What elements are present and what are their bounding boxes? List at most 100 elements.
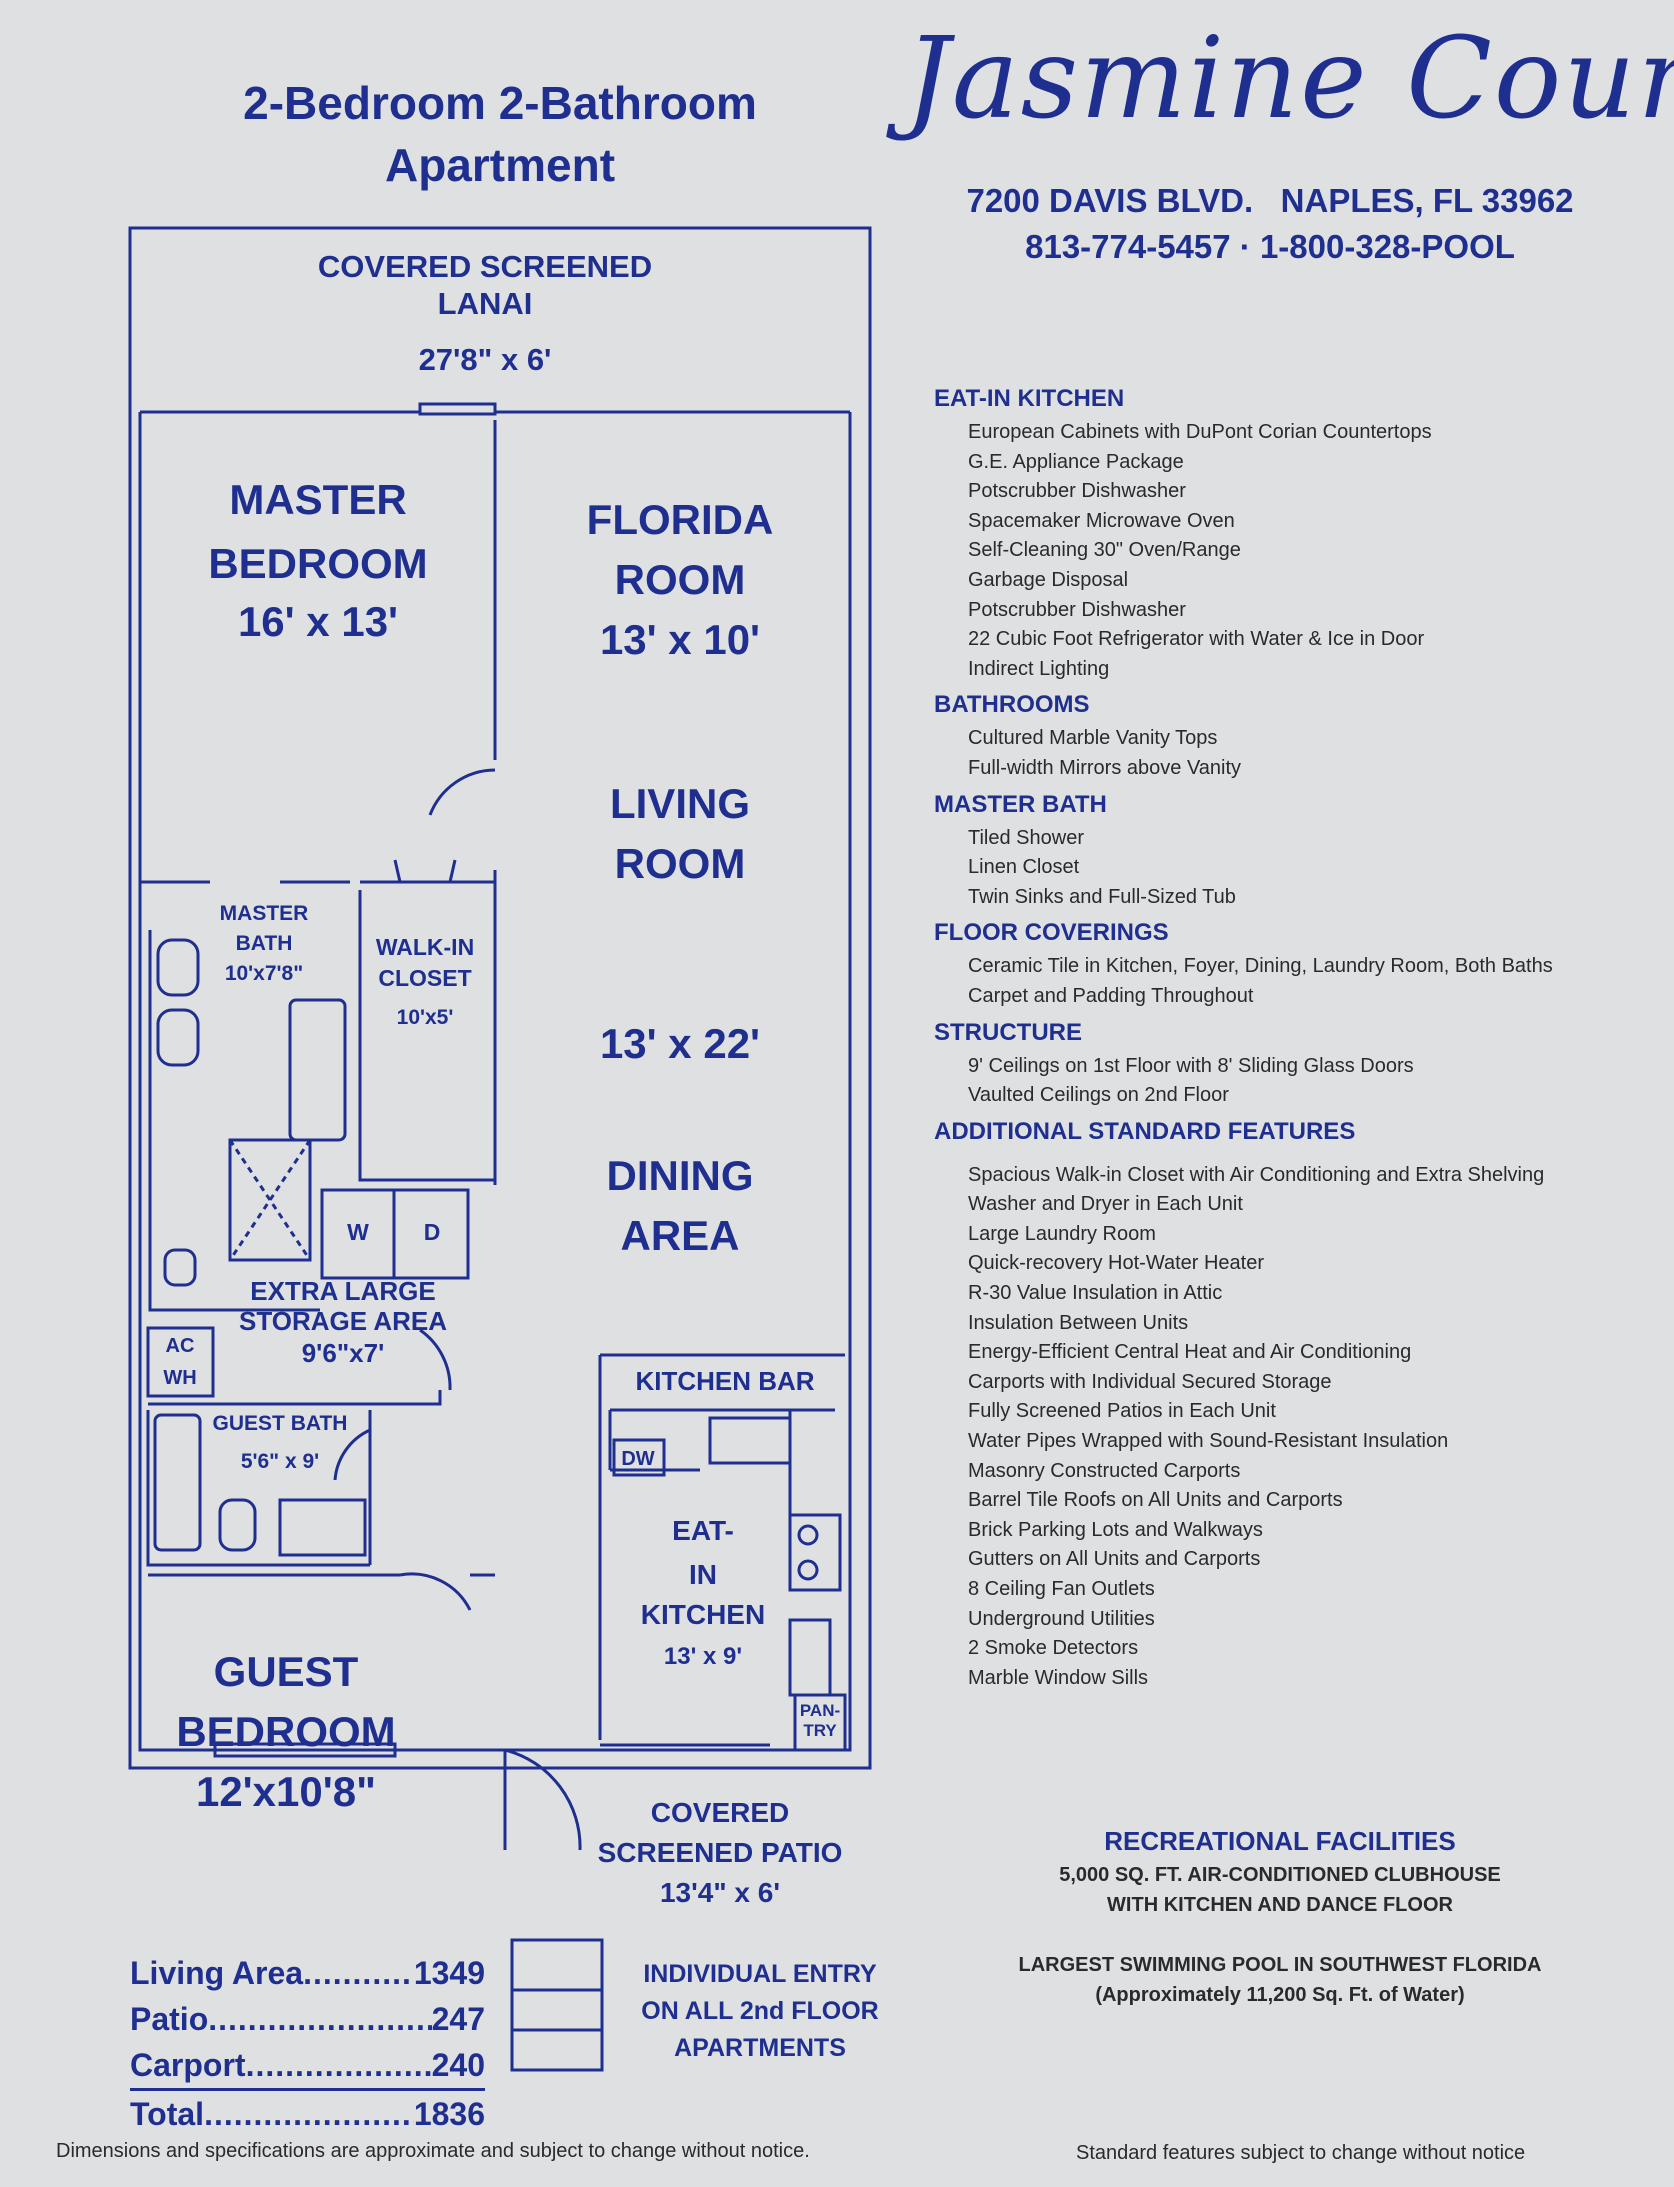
area-value: 1349: [413, 1955, 485, 1991]
feature-item: Masonry Constructed Carports: [968, 1459, 1241, 1482]
area-label: Living Area: [130, 1955, 304, 1991]
ac-wh-box: [146, 1326, 215, 1398]
dining-line1: DINING: [607, 1152, 754, 1199]
recreation-line: (Approximately 11,200 Sq. Ft. of Water): [1095, 1984, 1465, 2006]
shower: [228, 1138, 312, 1262]
entry-line: APARTMENTS: [674, 2034, 846, 2062]
feature-item: Large Laundry Room: [968, 1222, 1156, 1245]
title-line-2: Apartment: [384, 139, 616, 191]
feature-heading-kitchen: EAT-IN KITCHEN: [934, 385, 1125, 412]
lanai-line1: COVERED SCREENED: [318, 249, 652, 284]
feature-item: European Cabinets with DuPont Corian Cou…: [968, 421, 1432, 443]
shower-lines: [228, 1139, 312, 1261]
feature-item: Cultured Marble Vanity Tops: [968, 727, 1218, 750]
feature-heading-structure: STRUCTURE: [934, 1018, 1082, 1046]
feature-item: Quick-recovery Hot-Water Heater: [968, 1252, 1264, 1275]
stairs: [510, 1938, 604, 2072]
kitchen-counter: [608, 1408, 835, 1560]
guest-vanity: [278, 1498, 367, 1557]
feature-item: Fully Screened Patios in Each Unit: [968, 1400, 1276, 1423]
guest-bath-line1: GUEST BATH: [213, 1412, 348, 1435]
area-label: Carport: [130, 2047, 246, 2083]
area-summary: Living Area 1349 Patio 247 Carport 240 T…: [130, 1950, 485, 2137]
guest-bedroom-line1: GUEST: [214, 1648, 359, 1695]
area-row-total: Total 1836: [130, 2088, 485, 2137]
dw-label: DW: [621, 1448, 654, 1470]
feature-item: Carports with Individual Secured Storage: [968, 1370, 1332, 1393]
inner-wall-left: [138, 412, 852, 1752]
feature-item: Potscrubber Dishwasher: [968, 480, 1186, 503]
contact-block: 7200 DAVIS BLVD. NAPLES, FL 33962 813-77…: [930, 178, 1610, 270]
feature-item: Spacious Walk-in Closet with Air Conditi…: [968, 1163, 1545, 1186]
feature-item: 2 Smoke Detectors: [968, 1637, 1139, 1660]
closet-dims: 10'x5': [397, 1006, 454, 1029]
feature-item: Garbage Disposal: [968, 568, 1129, 591]
feature-item: Marble Window Sills: [968, 1666, 1149, 1689]
feature-item: Gutters on All Units and Carports: [968, 1548, 1261, 1571]
kitchen-line1: EAT-: [672, 1515, 734, 1546]
lanai-line2: LANAI: [438, 286, 533, 321]
stair-lines: [512, 1988, 602, 2032]
burner-2: [797, 1559, 819, 1581]
feature-item: Barrel Tile Roofs on All Units and Carpo…: [968, 1489, 1343, 1512]
living-room-dims: 13' x 22': [600, 1020, 760, 1067]
feature-item: Carpet and Padding Throughout: [968, 984, 1254, 1007]
sink-2: [156, 1008, 200, 1067]
feature-item: Brick Parking Lots and Walkways: [968, 1518, 1263, 1541]
feature-item: Linen Closet: [968, 856, 1080, 879]
toilet-tank: [163, 1248, 197, 1287]
feature-heading-additional: ADDITIONAL STANDARD FEATURES: [934, 1117, 1356, 1145]
master-bath-dims: 10'x7'8": [225, 962, 303, 985]
area-row: Living Area 1349: [130, 1950, 485, 1996]
feature-item: 22 Cubic Foot Refrigerator with Water & …: [968, 628, 1425, 651]
feature-item: Water Pipes Wrapped with Sound-Resistant…: [968, 1430, 1449, 1453]
feature-item: Potscrubber Dishwasher: [968, 598, 1186, 621]
lanai-dims: 27'8" x 6': [419, 342, 552, 377]
area-row: Patio 247: [130, 1996, 485, 2042]
disclaimer-left: Dimensions and specifications are approx…: [56, 2140, 810, 2162]
pantry-line1: PAN-: [800, 1701, 840, 1720]
storage-line2: STORAGE AREA: [239, 1306, 447, 1336]
guest-bedroom-line2: BEDROOM: [176, 1708, 395, 1755]
dryer-box: [392, 1188, 470, 1280]
guest-window: [213, 1742, 397, 1758]
guest-toilet: [218, 1498, 257, 1552]
master-bath-wall: [148, 890, 495, 1312]
living-room-line1: LIVING: [610, 780, 750, 827]
feature-heading-master-bath: MASTER BATH: [934, 790, 1107, 818]
feature-item: Energy-Efficient Central Heat and Air Co…: [968, 1341, 1412, 1364]
kitchen-line3: KITCHEN: [641, 1599, 765, 1630]
feature-item: Ceramic Tile in Kitchen, Foyer, Dining, …: [968, 955, 1553, 978]
wh-label: WH: [163, 1367, 196, 1389]
florida-room-line2: ROOM: [615, 556, 746, 603]
features-list: EAT-IN KITCHEN European Cabinets with Du…: [934, 378, 1654, 1693]
recreation-line: WITH KITCHEN AND DANCE FLOOR: [1107, 1894, 1453, 1916]
feature-item: Tiled Shower: [968, 826, 1084, 849]
patio-door: [503, 1748, 582, 1851]
kitchen-bar-label: KITCHEN BAR: [635, 1366, 814, 1396]
guest-tub: [153, 1413, 202, 1552]
brand-logo: Jasmine Court: [905, 14, 1674, 144]
feature-item: G.E. Appliance Package: [968, 450, 1184, 473]
dot-leader: [303, 1950, 414, 1996]
patio-line2: SCREENED PATIO: [598, 1837, 843, 1868]
entry-note: INDIVIDUAL ENTRY ON ALL 2nd FLOOR APARTM…: [620, 1956, 900, 2067]
storage-line1: EXTRA LARGE: [250, 1276, 435, 1306]
closet-door: [393, 859, 457, 883]
feature-item: 8 Ceiling Fan Outlets: [968, 1578, 1155, 1600]
dot-leader: [246, 2042, 432, 2088]
title-line-1: 2-Bedroom 2-Bathroom: [243, 77, 757, 129]
feature-item: Self-Cleaning 30" Oven/Range: [968, 539, 1241, 562]
door-swing: [428, 768, 496, 816]
dishwasher: [612, 1438, 666, 1477]
area-label: Patio: [130, 2001, 209, 2037]
pantry-line2: TRY: [803, 1721, 837, 1740]
patio-dims: 13'4" x 6': [660, 1877, 780, 1908]
guest-door: [333, 1428, 371, 1481]
florida-room-line1: FLORIDA: [587, 496, 774, 543]
guest-door-2: [399, 1572, 472, 1611]
feature-item: Vaulted Ceilings on 2nd Floor: [968, 1084, 1229, 1107]
area-row: Carport 240: [130, 2042, 485, 2088]
feature-item: Twin Sinks and Full-Sized Tub: [968, 885, 1236, 908]
